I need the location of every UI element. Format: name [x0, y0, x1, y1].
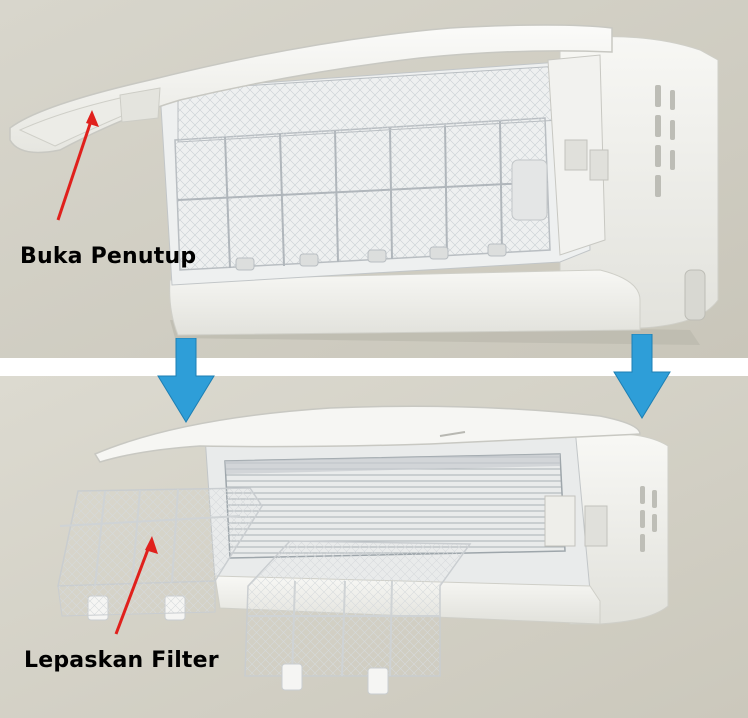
pointer-line [114, 543, 152, 635]
ac-unit-remove-filter-illustration [0, 376, 748, 718]
air-filter-left-removed [57, 487, 263, 621]
front-cover-lifted [93, 405, 641, 463]
ac-lower-body [169, 269, 641, 336]
pointer-arrowhead [86, 110, 99, 127]
pointer-line [56, 117, 94, 221]
air-filter-installed [174, 65, 561, 271]
step-2-caption: Lepaskan Filter [24, 648, 219, 673]
side-vents [655, 85, 675, 197]
step-1-open-cover-panel [0, 0, 748, 358]
ac-unit-open-cover-illustration [0, 0, 748, 358]
pointer-arrowhead [145, 536, 158, 554]
air-filter-center-removed [244, 540, 472, 695]
down-arrow-icon [613, 334, 671, 419]
down-arrow-icon [157, 338, 215, 423]
step-1-caption: Buka Penutup [20, 244, 197, 269]
step-2-remove-filter-panel [0, 376, 748, 718]
